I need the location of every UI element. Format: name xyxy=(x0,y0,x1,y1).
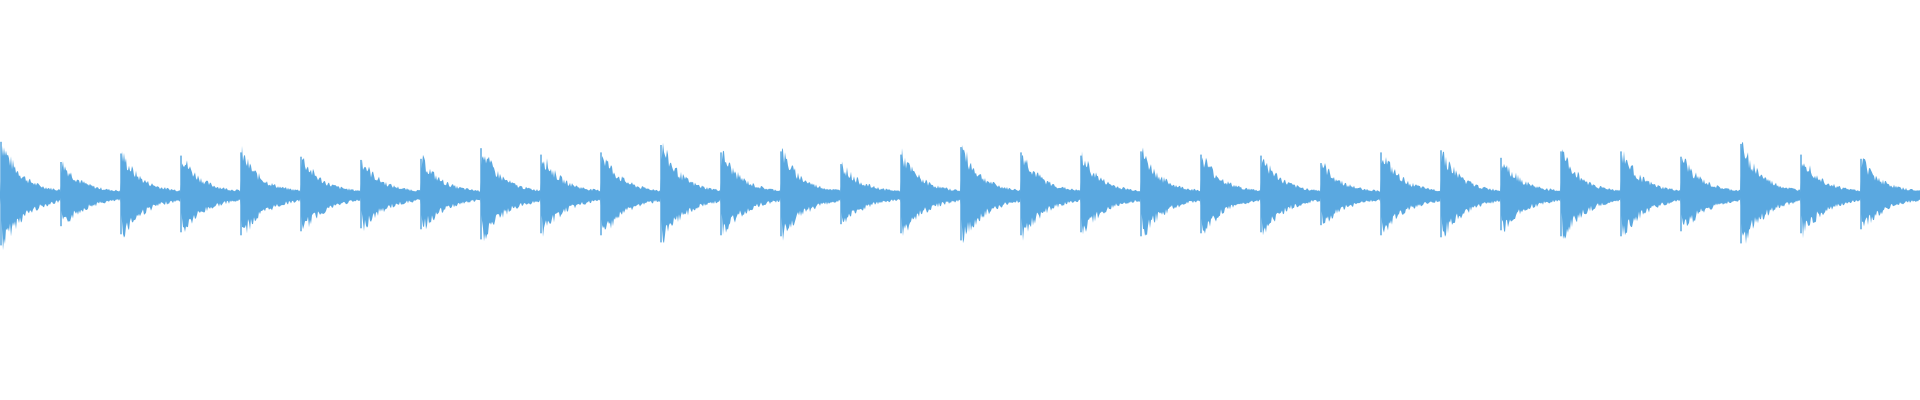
waveform-hits xyxy=(0,141,1920,251)
waveform-hit xyxy=(1500,163,1560,233)
waveform-hit xyxy=(1140,147,1200,236)
waveform-hit xyxy=(1080,151,1140,235)
waveform-hit xyxy=(420,154,480,230)
waveform-hit xyxy=(540,158,600,237)
waveform-hit xyxy=(600,156,660,230)
waveform-hit xyxy=(1860,158,1920,227)
waveform-hit xyxy=(300,158,360,230)
waveform-hit xyxy=(720,150,780,235)
waveform-hit xyxy=(1260,158,1320,236)
waveform-hit xyxy=(900,148,960,236)
waveform-hit xyxy=(660,142,720,244)
waveform-hit xyxy=(180,160,240,232)
waveform-hit xyxy=(480,156,540,242)
waveform-hit xyxy=(60,161,120,222)
waveform-hit xyxy=(1020,155,1080,241)
waveform-hit xyxy=(1800,163,1860,239)
waveform-hit xyxy=(1620,151,1680,236)
waveform-hit xyxy=(1320,163,1380,225)
waveform-hit xyxy=(840,161,900,223)
waveform-hit xyxy=(1740,142,1800,244)
waveform-hit xyxy=(0,145,60,251)
waveform-hit xyxy=(1680,157,1740,227)
waveform-hit xyxy=(240,145,300,234)
